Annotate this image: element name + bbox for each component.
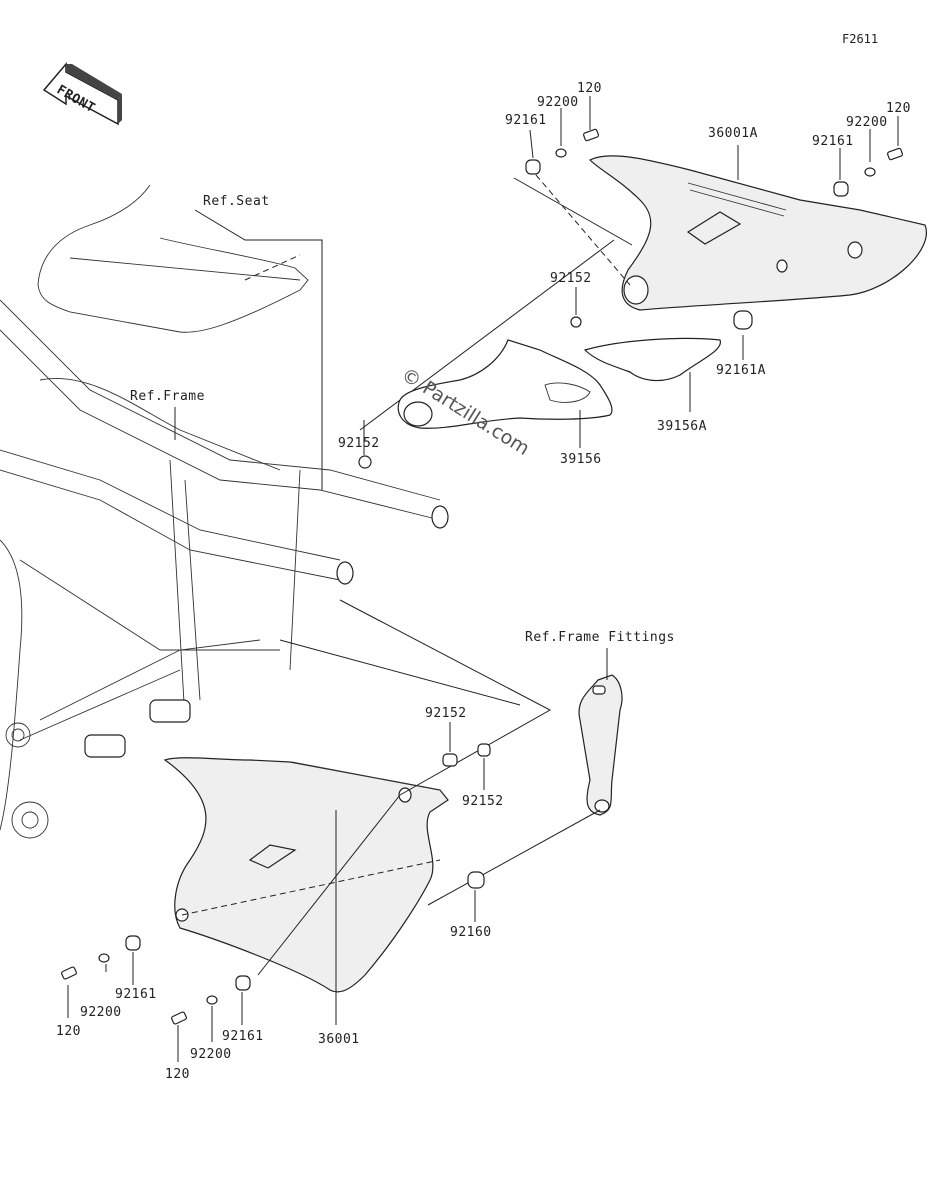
- leader-upper-92161: [513, 177, 633, 246]
- leader-lower-dash: [181, 859, 441, 916]
- upper-side-cover-part: [588, 155, 927, 311]
- ref-frame-drawing: [0, 299, 449, 839]
- leader-lower-cover: [257, 794, 401, 976]
- callout-low-120-r: 120: [165, 1067, 190, 1082]
- callout-upper-92161-r: 92161: [812, 134, 854, 149]
- upper-fasteners: [358, 128, 903, 469]
- callout-92161A: 92161A: [716, 363, 766, 378]
- ref-seat-label: Ref.Seat: [203, 194, 270, 209]
- callout-low-92160: 92160: [450, 925, 492, 940]
- leader-upper-dash: [535, 174, 631, 286]
- ref-seat-leader: [194, 209, 323, 490]
- callout-low-92200-r: 92200: [190, 1047, 232, 1062]
- callout-mid-92152: 92152: [550, 271, 592, 286]
- callout-39156: 39156: [560, 452, 602, 467]
- callout-upper-120: 120: [577, 81, 602, 96]
- callout-low-92152-a: 92152: [425, 706, 467, 721]
- callout-low-92161-r: 92161: [222, 1029, 264, 1044]
- callout-upper-92200-r: 92200: [846, 115, 888, 130]
- callout-36001A: 36001A: [708, 126, 758, 141]
- leader-upper-92161-l: [529, 129, 534, 159]
- front-arrow-icon: FRONT: [42, 61, 122, 126]
- ref-frame-label: Ref.Frame: [130, 389, 205, 404]
- heat-guard-pads-part: [397, 337, 721, 429]
- lower-fasteners: [61, 743, 491, 1025]
- leader-92160: [427, 809, 601, 906]
- callout-upper-92161: 92161: [505, 113, 547, 128]
- figure-code: F2611: [842, 32, 878, 46]
- callout-upper-92200: 92200: [537, 95, 579, 110]
- callout-39156A: 39156A: [657, 419, 707, 434]
- leader-lower-long: [339, 599, 552, 796]
- leader-lower-long-2: [279, 639, 521, 706]
- callout-mid-92152-l: 92152: [338, 436, 380, 451]
- callout-low-92161-l: 92161: [115, 987, 157, 1002]
- callout-low-92152-b: 92152: [462, 794, 504, 809]
- callout-low-120-l: 120: [56, 1024, 81, 1039]
- ref-seat-drawing: [37, 184, 309, 333]
- callout-36001: 36001: [318, 1032, 360, 1047]
- lower-side-cover-part: [163, 757, 449, 993]
- frame-fittings-part: [578, 674, 623, 816]
- ref-frame-fittings-label: Ref.Frame Fittings: [525, 630, 675, 645]
- callout-low-92200-l: 92200: [80, 1005, 122, 1020]
- callout-upper-120-r: 120: [886, 101, 911, 116]
